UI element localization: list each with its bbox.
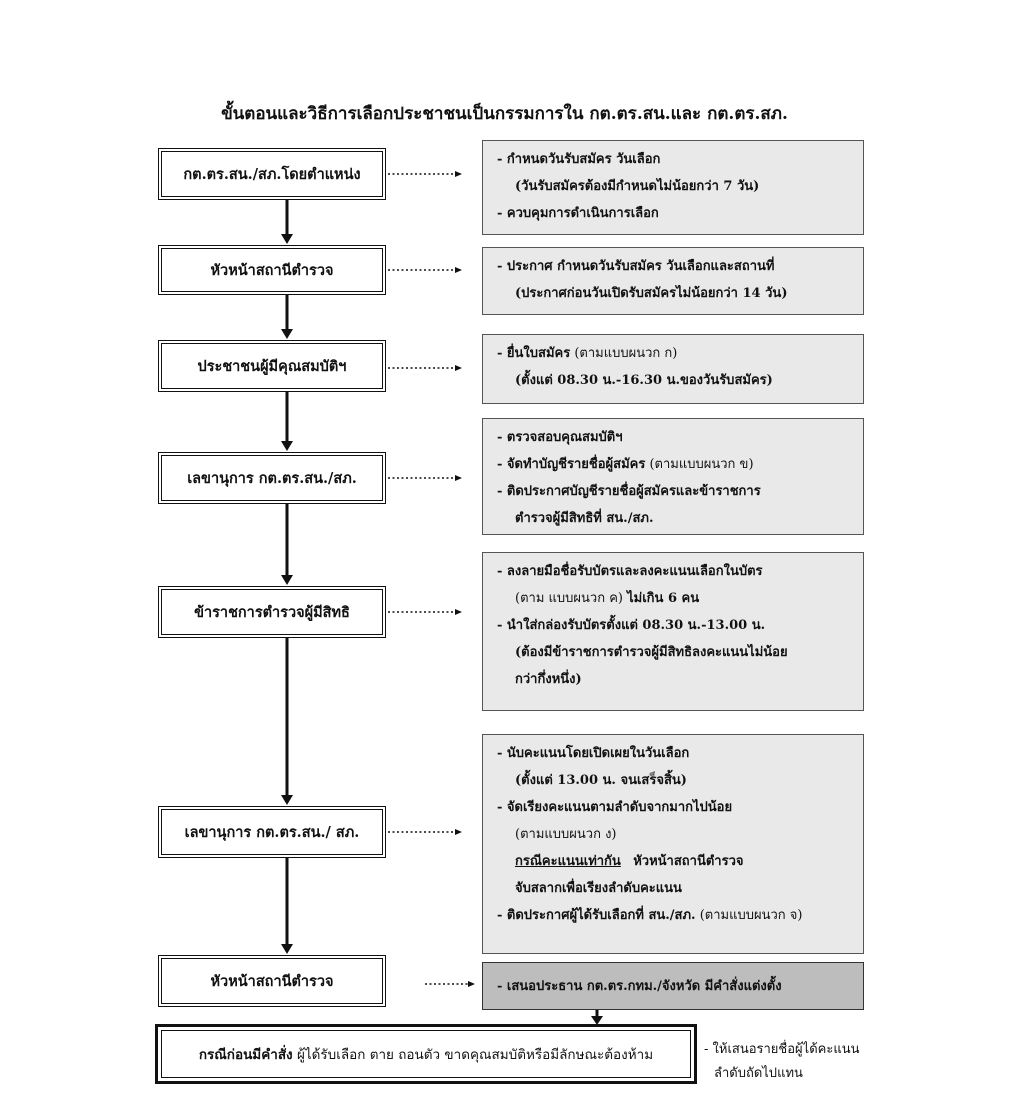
page-title: ขั้นตอนและวิธีการเลือกประชาชนเป็นกรรมการ… — [221, 104, 788, 124]
step-7-details: - เสนอประธาน กต.ตร.กทม./จังหวัด มีคำสั่ง… — [482, 962, 864, 1010]
detail-line: จับสลากเพื่อเรียงลำดับคะแนน — [515, 881, 682, 896]
detail-line: - ยื่นใบสมัคร (ตามแบบผนวก ก) — [497, 340, 855, 367]
step-1-box: กต.ตร.สน./สภ.โดยตำแหน่ง — [158, 148, 386, 200]
final-case-box: กรณีก่อนมีคำสั่ง ผู้ได้รับเลือก ตาย ถอนต… — [155, 1024, 697, 1084]
final-case-inner: กรณีก่อนมีคำสั่ง ผู้ได้รับเลือก ตาย ถอนต… — [161, 1030, 691, 1078]
detail-line: - กำหนดวันรับสมัคร วันเลือก — [497, 152, 661, 167]
detail-line: - ติดประกาศบัญชีรายชื่อผู้สมัครและข้าราช… — [497, 484, 761, 499]
step-5-label: ข้าราชการตำรวจผู้มีสิทธิ — [194, 603, 350, 621]
flow-arrowhead-1 — [281, 234, 293, 244]
detail-line: (วันรับสมัครต้องมีกำหนดไม่น้อยกว่า 7 วัน… — [515, 179, 760, 194]
detail-line: - นับคะแนนโดยเปิดเผยในวันเลือก — [497, 746, 690, 761]
detail-form-ref: (ตามแบบผนวก ก) — [574, 346, 678, 361]
step-1-details: - กำหนดวันรับสมัคร วันเลือก (วันรับสมัคร… — [482, 140, 864, 235]
dotted-arrowhead-7 — [468, 981, 475, 987]
detail-line: - จัดเรียงคะแนนตามลำดับจากมากไปน้อย — [497, 800, 733, 815]
detail-line: (ตั้งแต่ 08.30 น.-16.30 น.ของวันรับสมัคร… — [515, 373, 773, 388]
detail-line: - ประกาศ กำหนดวันรับสมัคร วันเลือกและสถา… — [497, 259, 775, 274]
dotted-arrowhead-2 — [455, 267, 462, 273]
step-2-box: หัวหน้าสถานีตำรวจ — [158, 245, 386, 295]
detail-tie-case: กรณีคะแนนเท่ากัน — [515, 854, 621, 869]
detail-line: (ตามแบบผนวก ง) — [515, 827, 617, 842]
step-6-label: เลขานุการ กต.ตร.สน./ สภ. — [184, 823, 360, 841]
final-note: - ให้เสนอรายชื่อผู้ได้คะแนน ลำดับถัดไปแท… — [704, 1038, 859, 1086]
detail-line: - ลงลายมือชื่อรับบัตรและลงคะแนนเลือกในบั… — [497, 564, 763, 579]
final-case-heading: กรณีก่อนมีคำสั่ง — [198, 1047, 293, 1063]
detail-line: ตำรวจผู้มีสิทธิที่ สน./สภ. — [515, 511, 654, 526]
detail-form-ref: (ตามแบบผนวก ข) — [649, 457, 754, 472]
detail-form-ref: (ตาม แบบผนวก ค) — [515, 591, 623, 606]
detail-text: - ติดประกาศผู้ได้รับเลือกที่ สน./สภ. — [497, 908, 696, 923]
step-3-label: ประชาชนผู้มีคุณสมบัติฯ — [197, 357, 347, 375]
step-4-box: เลขานุการ กต.ตร.สน./สภ. — [158, 452, 386, 504]
detail-text: ไม่เกิน 6 คน — [627, 591, 700, 606]
detail-line: - ตรวจสอบคุณสมบัติฯ — [497, 430, 623, 445]
step-7-box: หัวหน้าสถานีตำรวจ — [158, 955, 386, 1007]
step-4-details: - ตรวจสอบคุณสมบัติฯ - จัดทำบัญชีรายชื่อผ… — [482, 418, 864, 535]
detail-line: - ติดประกาศผู้ได้รับเลือกที่ สน./สภ. (ตา… — [497, 902, 855, 929]
detail-line: - จัดทำบัญชีรายชื่อผู้สมัคร (ตามแบบผนวก … — [497, 451, 855, 478]
detail-line: - ควบคุมการดำเนินการเลือก — [497, 206, 659, 221]
step-2-details: - ประกาศ กำหนดวันรับสมัคร วันเลือกและสถา… — [482, 247, 864, 315]
dotted-arrowhead-5 — [455, 609, 462, 615]
detail-text: - จัดทำบัญชีรายชื่อผู้สมัคร — [497, 457, 646, 472]
detail-line: กว่ากึ่งหนึ่ง) — [515, 672, 582, 687]
detail-line: (ตั้งแต่ 13.00 น. จนเสร็จสิ้น) — [515, 773, 687, 788]
detail-line: (ประกาศก่อนวันเปิดรับสมัครไม่น้อยกว่า 14… — [515, 286, 788, 301]
flow-arrowhead-6 — [281, 944, 293, 954]
final-case-text: ผู้ได้รับเลือก ตาย ถอนตัว ขาดคุณสมบัติหร… — [296, 1047, 654, 1063]
detail-form-ref: (ตามแบบผนวก จ) — [699, 908, 803, 923]
dotted-arrowhead-4 — [455, 475, 462, 481]
step-6-details: - นับคะแนนโดยเปิดเผยในวันเลือก (ตั้งแต่ … — [482, 734, 864, 954]
detail-line: - เสนอประธาน กต.ตร.กทม./จังหวัด มีคำสั่ง… — [497, 979, 782, 994]
detail-text: หัวหน้าสถานีตำรวจ — [633, 854, 744, 869]
step-5-details: - ลงลายมือชื่อรับบัตรและลงคะแนนเลือกในบั… — [482, 552, 864, 711]
step-3-details: - ยื่นใบสมัคร (ตามแบบผนวก ก) (ตั้งแต่ 08… — [482, 334, 864, 404]
detail-line: - นำใส่กล่องรับบัตรตั้งแต่ 08.30 น.-13.0… — [497, 618, 766, 633]
final-note-line-1: - ให้เสนอรายชื่อผู้ได้คะแนน — [704, 1042, 860, 1057]
dotted-arrowhead-6 — [455, 829, 462, 835]
step-1-label: กต.ตร.สน./สภ.โดยตำแหน่ง — [183, 165, 361, 183]
step-2-label: หัวหน้าสถานีตำรวจ — [210, 261, 334, 279]
detail-text: - ยื่นใบสมัคร — [497, 346, 571, 361]
step-7-label: หัวหน้าสถานีตำรวจ — [210, 972, 334, 990]
step-4-label: เลขานุการ กต.ตร.สน./สภ. — [187, 469, 357, 487]
step-3-box: ประชาชนผู้มีคุณสมบัติฯ — [158, 340, 386, 392]
step-5-box: ข้าราชการตำรวจผู้มีสิทธิ — [158, 586, 386, 638]
detail-line: (ตาม แบบผนวก ค) ไม่เกิน 6 คน — [497, 585, 855, 612]
final-note-line-2: ลำดับถัดไปแทน — [714, 1066, 803, 1081]
flow-arrowhead-4 — [281, 575, 293, 585]
step-6-box: เลขานุการ กต.ตร.สน./ สภ. — [158, 806, 386, 858]
flow-arrowhead-2 — [281, 329, 293, 339]
detail-line: (ต้องมีข้าราชการตำรวจผู้มีสิทธิลงคะแนนไม… — [515, 645, 788, 660]
dotted-arrowhead-3 — [455, 365, 462, 371]
flow-arrowhead-3 — [281, 441, 293, 451]
detail-line: กรณีคะแนนเท่ากัน หัวหน้าสถานีตำรวจ — [497, 848, 855, 875]
dotted-arrowhead-1 — [455, 171, 462, 177]
flow-arrowhead-5 — [281, 795, 293, 805]
